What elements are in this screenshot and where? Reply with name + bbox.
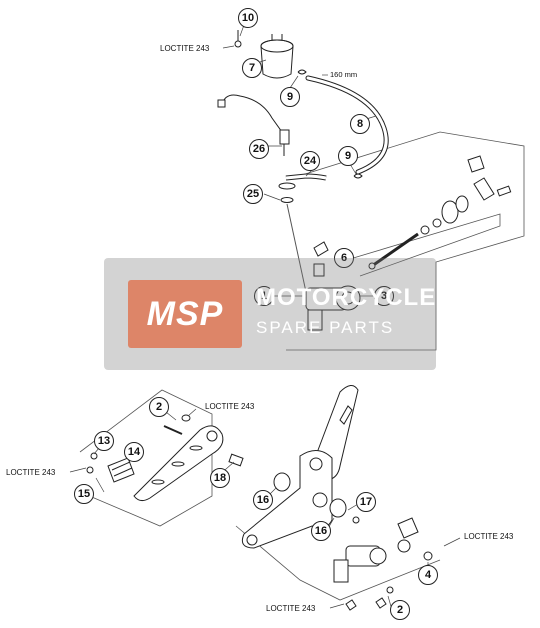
loctite-callout-left-lower: LOCTITE 243 (6, 468, 56, 477)
part-number-7: 7 (242, 58, 262, 78)
part-number-24: 24 (300, 151, 320, 171)
brake-switch-drawing (279, 129, 290, 156)
part-number-2-upper: 2 (149, 397, 169, 417)
reservoir-screw-drawing (234, 30, 242, 48)
footrest-frame (235, 525, 441, 601)
hose-length-label: 160 mm (330, 70, 358, 79)
part-number-1: 1 (254, 286, 274, 306)
watermark-line-1: MOTORCYCLE (256, 284, 437, 311)
loctite-callout-left-upper: LOCTITE 243 (205, 402, 255, 411)
part-number-26: 26 (249, 139, 269, 159)
part-number-9-upper: 9 (280, 87, 300, 107)
brake-pedal-drawing (133, 425, 224, 502)
reservoir-drawing (260, 34, 294, 79)
part-number-18: 18 (210, 468, 230, 488)
master-cylinder-drawing (305, 241, 361, 331)
footrest-bracket-drawing (241, 385, 360, 549)
part-number-2-lower: 2 (390, 600, 410, 620)
part-number-16-left: 16 (253, 490, 273, 510)
loctite-callout-top: LOCTITE 243 (160, 44, 210, 53)
part-number-9-lower: 9 (338, 146, 358, 166)
loctite-callout-right: LOCTITE 243 (464, 532, 514, 541)
pushrod-drawing (368, 155, 512, 270)
loctite-callout-bottom: LOCTITE 243 (266, 604, 316, 613)
part-number-25: 25 (243, 184, 263, 204)
pushrod-frame (339, 213, 501, 277)
part-number-17: 17 (356, 492, 376, 512)
part-number-13: 13 (94, 431, 114, 451)
watermark-logo-text: MSP (146, 295, 224, 333)
part-number-14: 14 (124, 442, 144, 462)
part-number-3: 3 (374, 286, 394, 306)
part-number-15: 15 (74, 484, 94, 504)
lower-master-cylinder-drawing (333, 517, 433, 611)
part-number-4: 4 (418, 565, 438, 585)
watermark-line-2: SPARE PARTS (256, 318, 395, 337)
upper-assembly-frame (285, 131, 525, 351)
hose-clamp-drawing (297, 69, 363, 179)
pedal-assembly-frame (79, 389, 213, 527)
watermark-logo: MSP (128, 280, 242, 348)
watermark-banner: MSP MOTORCYCLE SPARE PARTS (104, 258, 436, 370)
pedal-rubber-drawing (107, 457, 135, 483)
part-number-6: 6 (334, 248, 354, 268)
part-number-8: 8 (350, 114, 370, 134)
part-number-16-right: 16 (311, 521, 331, 541)
part-number-10: 10 (238, 8, 258, 28)
brake-switch-cable-drawing (221, 94, 283, 133)
